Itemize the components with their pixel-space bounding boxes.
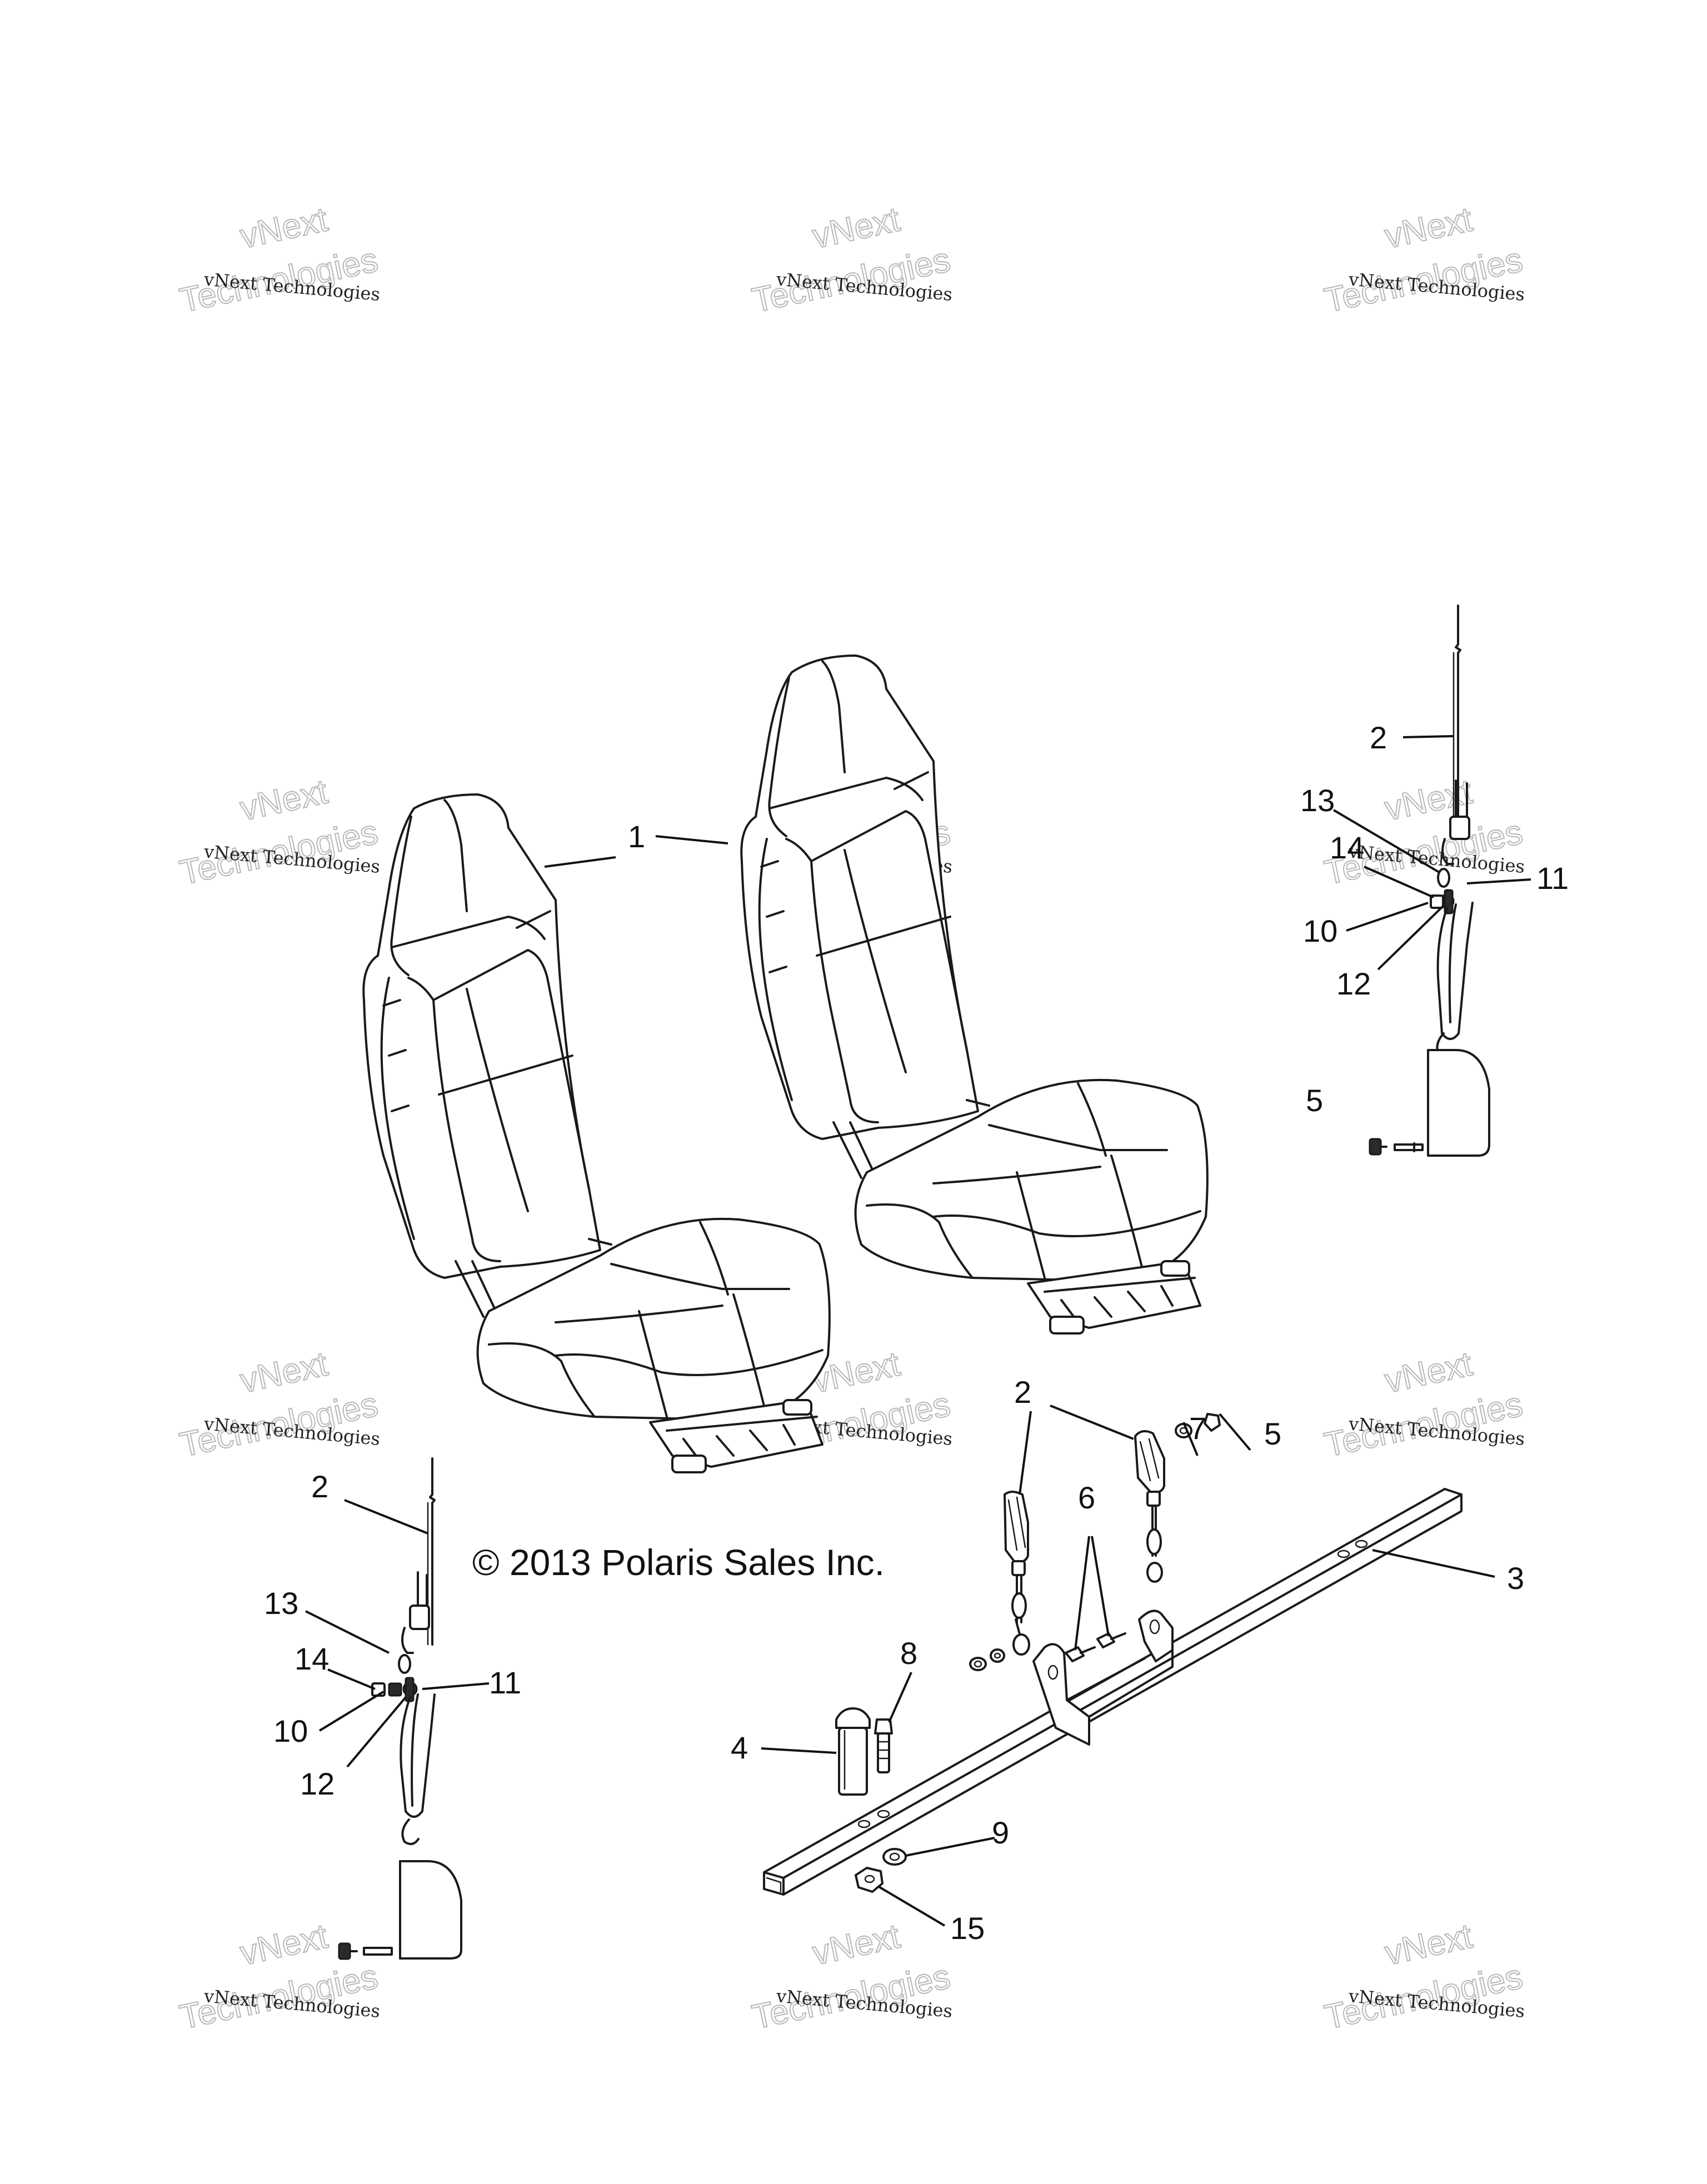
watermark: vNext Technologies vNext Technologies — [176, 772, 382, 893]
callout-13-left: 13 — [264, 1586, 298, 1621]
callout-11-left: 11 — [489, 1665, 521, 1700]
watermark-big-top: vNext — [809, 200, 903, 256]
callout-5-bar: 5 — [1264, 1416, 1281, 1451]
callout-14-left: 14 — [295, 1641, 329, 1676]
watermark: vNext Technologies vNext Technologies — [1321, 1916, 1526, 2037]
watermark-big-top: vNext — [237, 772, 331, 828]
belt-assembly-right — [1369, 604, 1490, 1157]
callout-12-right: 12 — [1336, 966, 1371, 1001]
watermark: vNext Technologies vNext Technologies — [1321, 1344, 1526, 1465]
watermark: vNext Technologies vNext Technologies — [176, 1344, 382, 1465]
callout-8: 8 — [900, 1636, 917, 1671]
seat-right — [740, 654, 1209, 1335]
callout-numbers: 1 2 13 14 11 10 12 5 2 13 14 11 10 12 2 … — [264, 720, 1569, 1946]
watermark: vNext Technologies vNext Technologies — [176, 199, 382, 321]
watermark-big-top: vNext — [1381, 200, 1475, 256]
seat-left — [362, 793, 831, 1473]
callout-2-left: 2 — [311, 1469, 328, 1504]
callout-9: 9 — [992, 1815, 1009, 1850]
callout-14-right: 14 — [1330, 830, 1364, 865]
watermark-big-top: vNext — [1381, 1917, 1475, 1972]
watermark: vNext Technologies vNext Technologies — [748, 199, 954, 321]
callout-4: 4 — [731, 1730, 748, 1765]
watermark-big-top: vNext — [237, 1345, 331, 1400]
cross-bar-assembly — [763, 1413, 1463, 1896]
leader-lines — [305, 735, 1531, 1927]
callout-10-left: 10 — [273, 1713, 308, 1748]
watermark-big-top: vNext — [809, 1917, 903, 1972]
watermark: vNext Technologies vNext Technologies — [176, 1916, 382, 2037]
callout-2-bar: 2 — [1014, 1375, 1031, 1410]
watermark-big-top: vNext — [237, 200, 331, 256]
watermark: vNext Technologies vNext Technologies — [1321, 199, 1526, 321]
watermark: vNext Technologies vNext Technologies — [748, 1916, 954, 2037]
callout-6: 6 — [1078, 1480, 1095, 1515]
watermark-big-top: vNext — [1381, 1345, 1475, 1400]
callout-12-left: 12 — [300, 1766, 335, 1801]
belt-assembly-left — [338, 1457, 462, 1960]
callout-3: 3 — [1507, 1561, 1524, 1596]
callout-7: 7 — [1189, 1411, 1206, 1446]
callout-15: 15 — [950, 1911, 985, 1946]
callout-10-right: 10 — [1303, 913, 1337, 948]
callout-2-right: 2 — [1370, 720, 1387, 755]
watermark-big-top: vNext — [237, 1917, 331, 1972]
callout-5-right: 5 — [1306, 1083, 1323, 1118]
callout-13-right: 13 — [1300, 783, 1335, 818]
callout-11-right: 11 — [1536, 861, 1569, 896]
copyright-notice: © 2013 Polaris Sales Inc. — [472, 1542, 885, 1583]
callout-1: 1 — [628, 819, 645, 854]
